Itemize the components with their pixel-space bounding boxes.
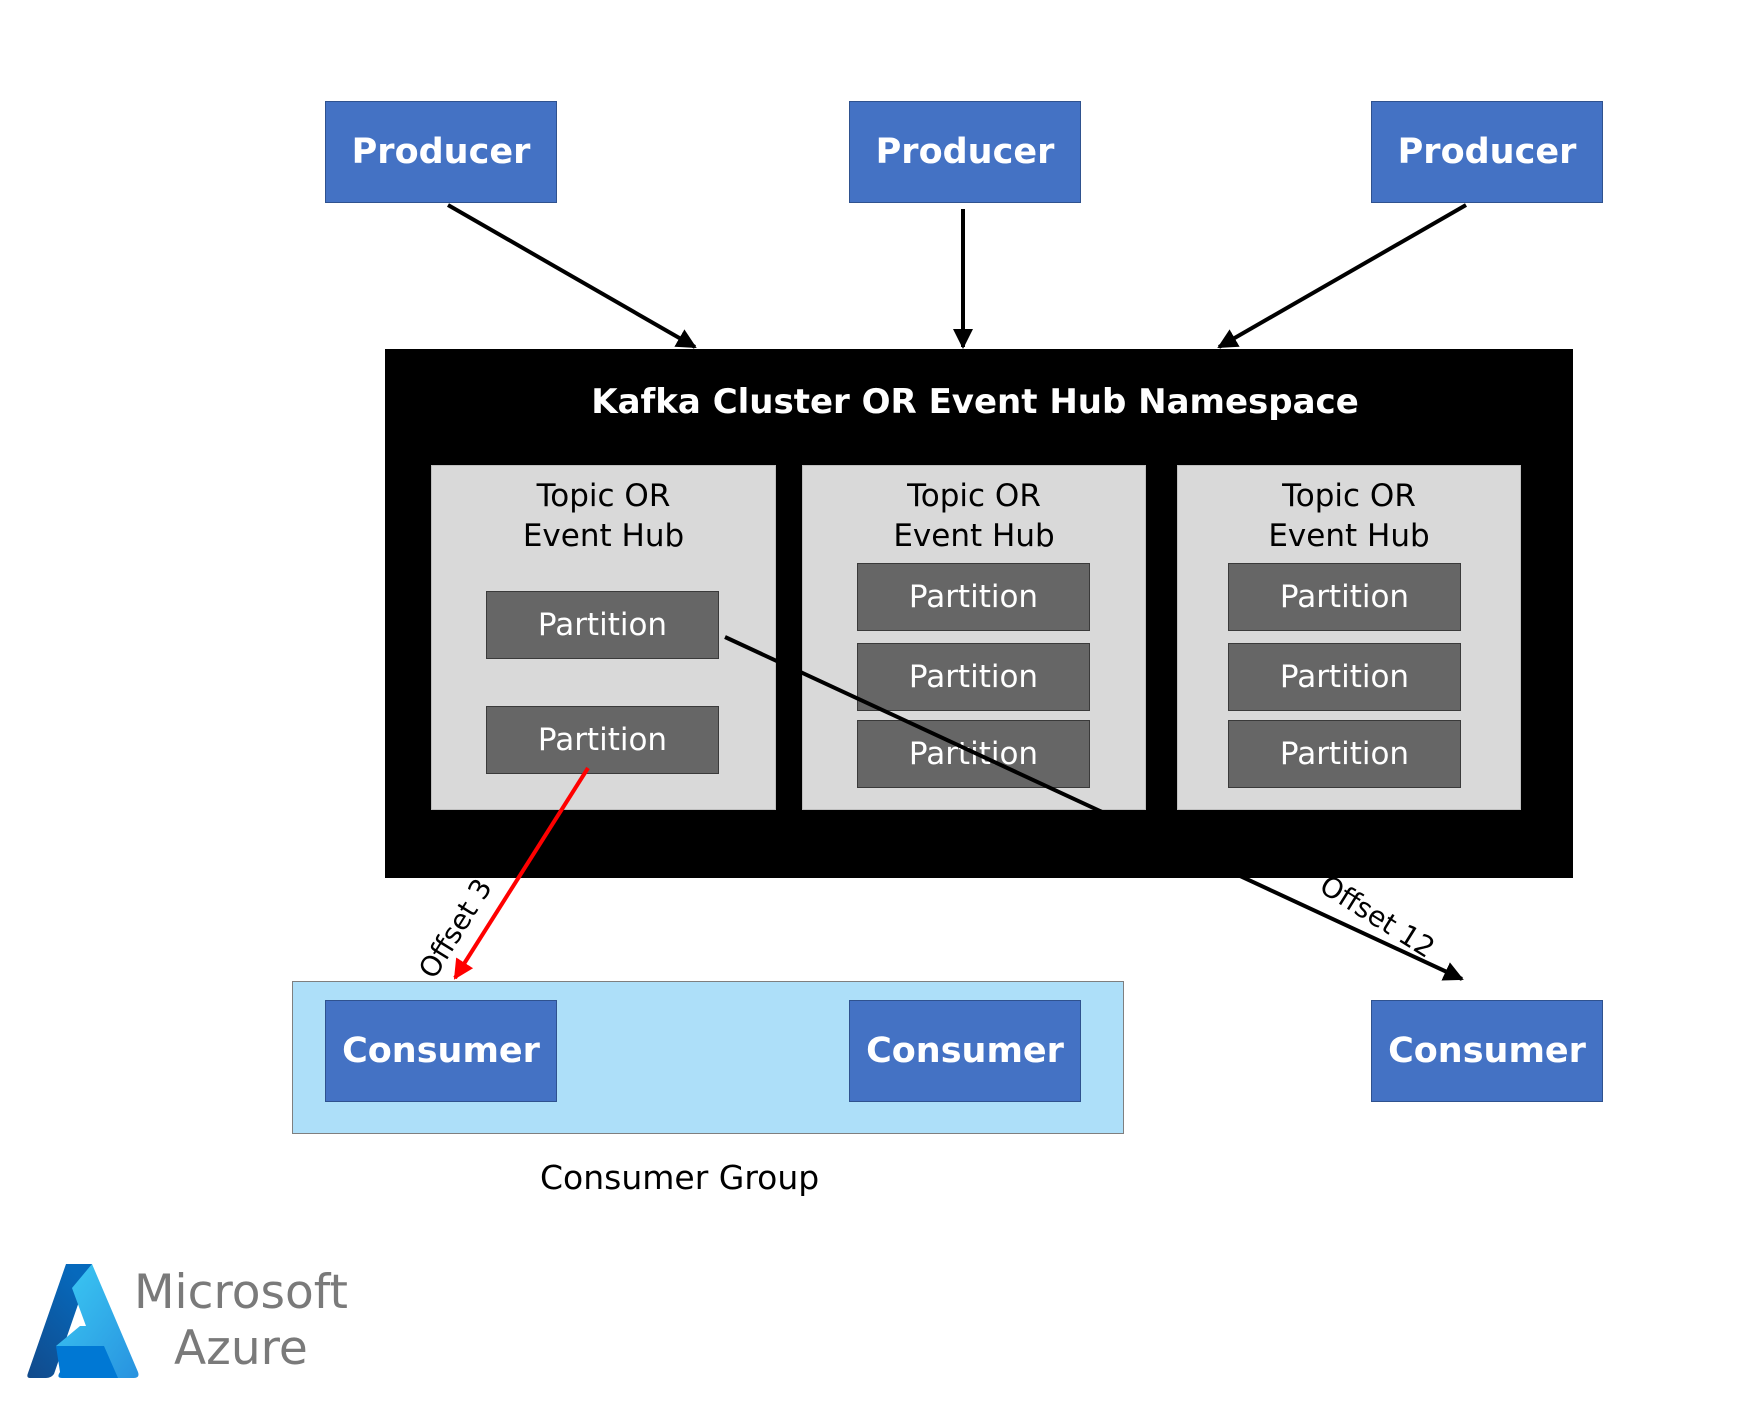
cluster-title: Kafka Cluster OR Event Hub Namespace — [591, 382, 1359, 422]
producer-box-1: Producer — [325, 101, 557, 203]
partition-box: Partition — [857, 563, 1090, 631]
partition-box: Partition — [1228, 720, 1461, 788]
topic-label: Topic OR Event Hub — [803, 476, 1145, 556]
consumer-box-1: Consumer — [325, 1000, 557, 1102]
producer-label: Producer — [875, 132, 1055, 172]
producer-label: Producer — [351, 132, 531, 172]
consumer-box-standalone: Consumer — [1371, 1000, 1603, 1102]
partition-label: Partition — [1279, 736, 1410, 772]
offset-12-label: Offset 12 — [1314, 868, 1441, 965]
producer-box-2: Producer — [849, 101, 1081, 203]
partition-label: Partition — [537, 722, 668, 758]
consumer-group-label: Consumer Group — [540, 1158, 820, 1197]
producer-label: Producer — [1397, 132, 1577, 172]
partition-box: Partition — [1228, 563, 1461, 631]
partition-box: Partition — [857, 720, 1090, 788]
topic-label-line2: Event Hub — [522, 518, 685, 554]
partition-label: Partition — [537, 607, 668, 643]
topic-label-line2: Event Hub — [1268, 518, 1430, 554]
topic-label-line1: Topic OR — [907, 478, 1041, 514]
producer-arrow-3 — [1217, 203, 1467, 349]
partition-label: Partition — [1279, 579, 1410, 615]
topic-label-line1: Topic OR — [1282, 478, 1416, 514]
topic-label: Topic OR Event Hub — [1178, 476, 1520, 556]
partition-label: Partition — [1279, 659, 1410, 695]
partition-label: Partition — [908, 659, 1039, 695]
topic-label-line2: Event Hub — [893, 518, 1055, 554]
logo-text-azure: Azure — [174, 1321, 308, 1376]
producer-box-3: Producer — [1371, 101, 1603, 203]
partition-label: Partition — [908, 579, 1039, 615]
consumer-label: Consumer — [866, 1031, 1064, 1071]
consumer-label: Consumer — [1388, 1031, 1586, 1071]
partition-box: Partition — [486, 706, 719, 774]
partition-label: Partition — [908, 736, 1039, 772]
logo-text-microsoft: Microsoft — [134, 1265, 348, 1320]
offset-3-label: Offset 3 — [412, 872, 499, 985]
consumer-box-2: Consumer — [849, 1000, 1081, 1102]
topic-label-line1: Topic OR — [536, 478, 671, 514]
producer-arrow-1 — [447, 203, 697, 349]
partition-box: Partition — [486, 591, 719, 659]
consumer-label: Consumer — [342, 1031, 540, 1071]
azure-logo-icon — [27, 1264, 139, 1378]
partition-box: Partition — [1228, 643, 1461, 711]
partition-box: Partition — [857, 643, 1090, 711]
topic-label: Topic OR Event Hub — [432, 476, 775, 556]
